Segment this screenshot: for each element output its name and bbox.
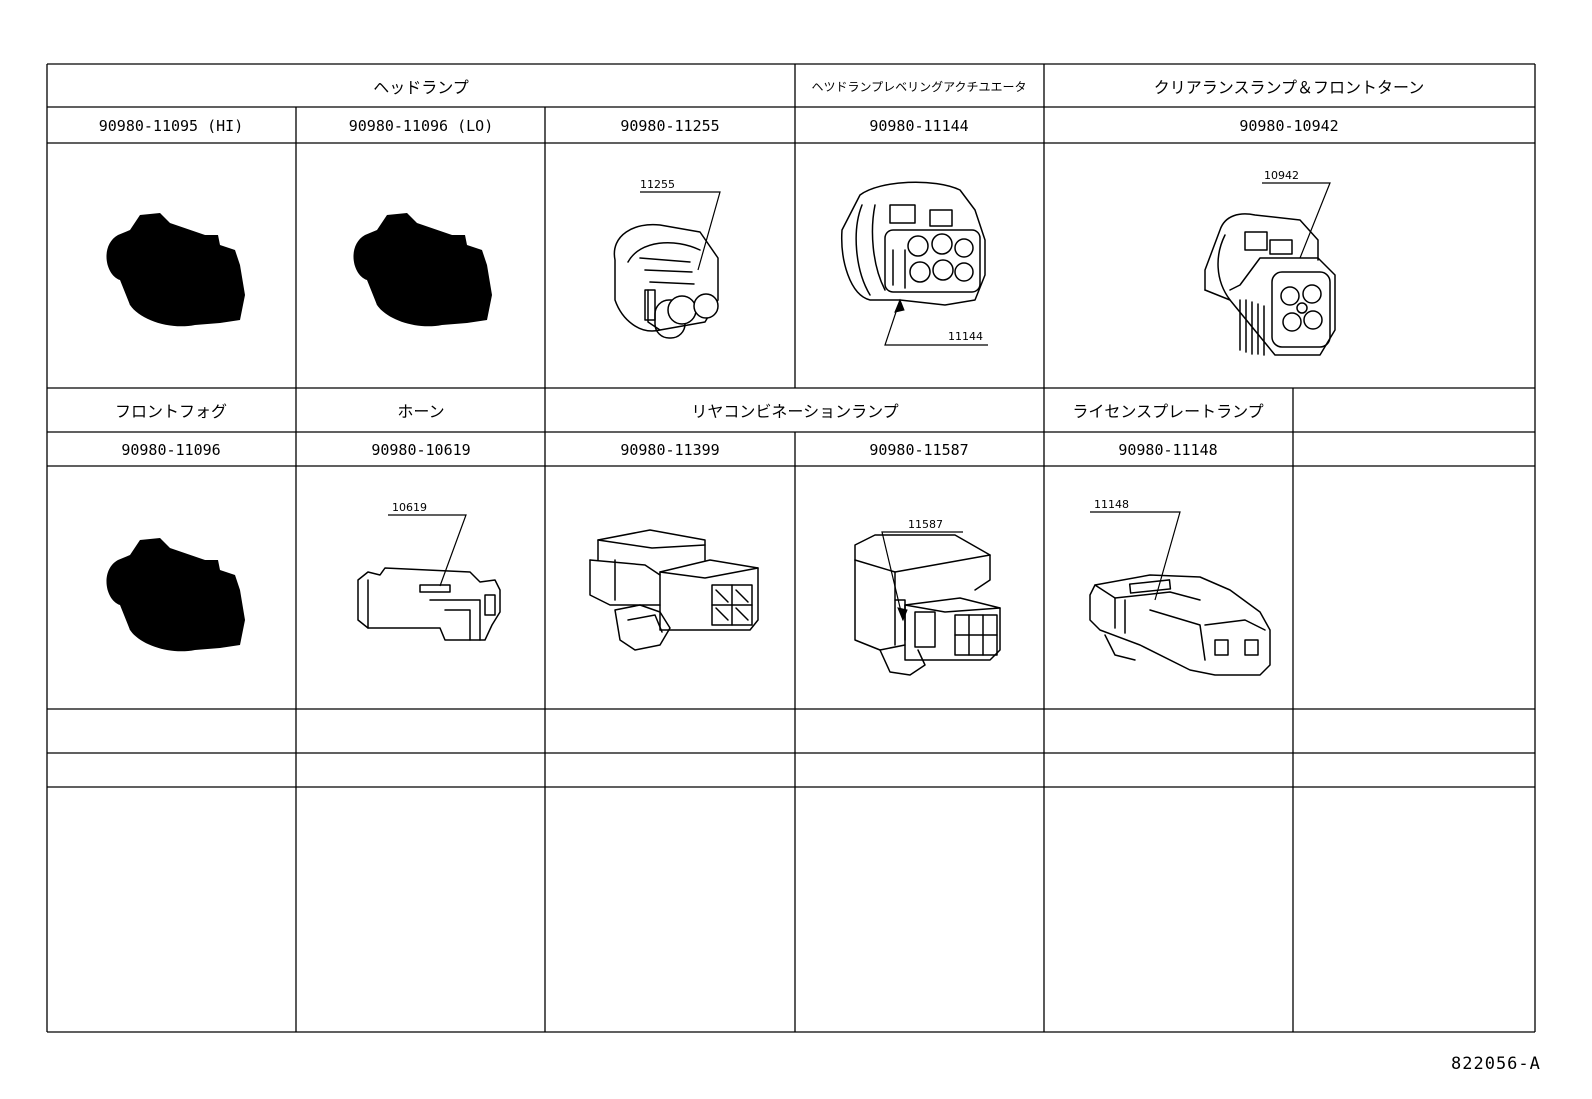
leader-line xyxy=(640,191,721,271)
connector-90980-11399-drawing xyxy=(589,529,759,651)
category-license-plate-lamp: ライセンスプレートランプ xyxy=(1072,402,1263,421)
leader-line xyxy=(1262,182,1331,259)
category-headlamp-leveling-actuator: ヘツドランプレベリングアクチユエータ xyxy=(811,80,1026,94)
connector-90980-11144-drawing xyxy=(841,181,986,306)
part-number: 90980-11148 xyxy=(1118,441,1217,459)
table-grid xyxy=(46,63,1536,1033)
category-rear-combination-lamp: リヤコンビネーションランプ xyxy=(691,402,898,421)
part-number: 90980-10942 xyxy=(1239,117,1338,135)
part-number: 90980-11144 xyxy=(869,117,968,135)
part-number: 90980-11399 xyxy=(620,441,719,459)
part-number: 90980-11096 (LO) xyxy=(349,117,494,135)
connector-90980-11255-drawing xyxy=(613,223,719,339)
leader-line xyxy=(388,514,467,587)
leader-line xyxy=(1090,511,1181,601)
callout-label: 11144 xyxy=(948,330,983,343)
callout-label: 11255 xyxy=(640,178,675,191)
category-front-fog: フロントフォグ xyxy=(115,402,227,421)
callout-label: 11148 xyxy=(1094,498,1129,511)
connector-90980-11096-lo-drawing xyxy=(353,213,492,327)
part-number: 90980-11255 xyxy=(620,117,719,135)
leader-line xyxy=(884,299,988,346)
callout-label: 10619 xyxy=(392,501,427,514)
connector-90980-11587-drawing xyxy=(854,534,1001,676)
part-number: 90980-11587 xyxy=(869,441,968,459)
drawing-code: 822056-A xyxy=(1451,1054,1541,1074)
category-horn: ホーン xyxy=(397,402,444,421)
part-number: 90980-11095 (HI) xyxy=(99,117,244,135)
leader-arrow xyxy=(897,607,908,622)
connector-90980-11095-drawing xyxy=(106,213,246,327)
leader-line xyxy=(881,531,963,621)
connector-90980-11148-drawing xyxy=(1089,574,1271,676)
part-number: 90980-11096 xyxy=(121,441,220,459)
part-number: 90980-10619 xyxy=(371,441,470,459)
callout-label: 10942 xyxy=(1264,169,1299,182)
connector-90980-11096-drawing xyxy=(106,538,246,652)
connector-90980-10619-drawing xyxy=(357,567,501,641)
category-headlamp: ヘッドランプ xyxy=(373,78,469,97)
category-clearance-front-turn: クリアランスランプ＆フロントターン xyxy=(1154,78,1424,97)
connector-90980-10942-drawing xyxy=(1204,213,1336,356)
leader-arrow xyxy=(894,298,905,313)
callout-label: 11587 xyxy=(908,518,943,531)
